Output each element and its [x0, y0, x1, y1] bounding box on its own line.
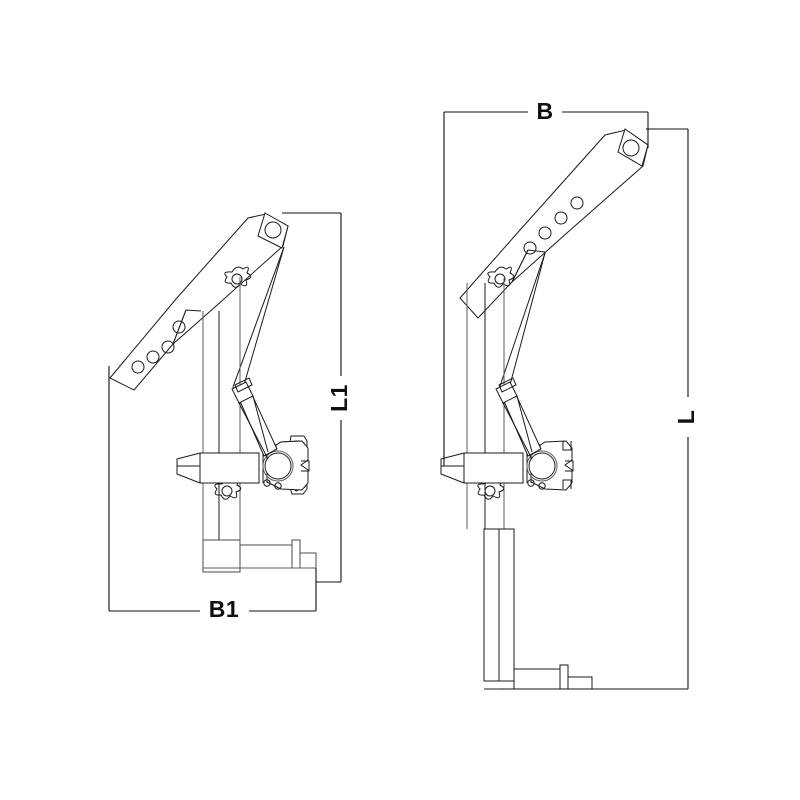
gusset-edge-inner-right: [499, 252, 546, 387]
vertical-mast-column-right: [466, 278, 515, 682]
clamp-bore-hidden: [262, 450, 294, 482]
arm-hole-3: [131, 360, 145, 374]
dim-L1-label: L1: [326, 384, 352, 412]
spindle-body: [176, 452, 260, 484]
foot-horizontal-beam-right: [513, 668, 561, 690]
adjustment-cylinder-left: [231, 377, 278, 460]
dimension-B1: B1: [108, 366, 317, 622]
arm-body-outline-right: [459, 129, 649, 319]
arm-eye-plate: [257, 212, 289, 249]
clamp-jaw-upper-notch-right: [562, 441, 572, 451]
foot-upright-plate-right: [559, 664, 569, 690]
dimension-B: B: [443, 98, 649, 466]
arm-hole-4-right: [523, 241, 537, 255]
star-knob-upper-right: [487, 266, 515, 288]
arm-eye-hole: [264, 221, 282, 239]
foot-upright-plate: [291, 539, 301, 569]
arm-hole-2: [146, 350, 160, 364]
dim-L-label: L: [673, 410, 699, 425]
clamp-pin-hole-lower-left-right: [527, 479, 535, 487]
gusset-edge-outer: [238, 246, 285, 403]
cylinder-top-fitting-right: [498, 377, 517, 393]
gusset-edge-inner: [232, 246, 285, 388]
arm-hole-4: [172, 320, 186, 334]
star-knob-lower-ring-right: [484, 485, 496, 497]
cylinder-top-fitting: [234, 377, 253, 393]
arm-hole-2-right: [554, 211, 568, 225]
arm-eye-plate-right: [617, 128, 649, 167]
foot-horizontal-beam: [239, 544, 293, 569]
arm-body-outline: [109, 213, 289, 391]
cylinder-rod-line-right: [502, 402, 533, 460]
dimension-L: L: [500, 128, 699, 690]
clamp-side-slot-right: [565, 460, 574, 472]
foot-end-tab-right: [567, 676, 593, 690]
arm-hole-1: [161, 340, 175, 354]
clamp-jaw-lower-notch-right: [562, 479, 572, 489]
clamp-pin-hole-lower-right: [274, 482, 282, 490]
adjustment-cylinder-right: [495, 377, 542, 460]
clamp-side-slot: [301, 460, 310, 472]
tapered-spindle-right: [440, 452, 532, 484]
clamp-center-bore-right: [528, 452, 556, 480]
clamp-center-bore: [264, 452, 292, 480]
view-right: B L: [440, 98, 699, 690]
star-knob-lower-ring: [221, 485, 233, 497]
base-foot-bracket-right: [484, 664, 593, 690]
star-knob-upper-left: [224, 266, 252, 288]
arm-eye-hole-right: [622, 139, 640, 157]
dim-B-label: B: [536, 98, 553, 124]
cylinder-inner-edge-right: [516, 395, 533, 453]
perforated-upper-arm-right: [459, 128, 649, 319]
clamp-bore-hidden-right: [526, 450, 558, 482]
arm-hole-3-right: [570, 196, 584, 210]
star-knob-upper-lobes-right: [487, 266, 515, 288]
spindle-body-right: [440, 452, 524, 484]
tapered-spindle-left: [176, 452, 268, 484]
star-knob-upper-ring-right: [494, 273, 506, 285]
base-foot-bracket-left: [202, 539, 317, 569]
star-knob-outer-lobes: [224, 266, 252, 288]
dim-B1-label: B1: [209, 596, 239, 622]
foot-end-tab: [299, 552, 317, 569]
cylinder-rod-line: [238, 402, 269, 460]
perforated-upper-arm-left: [109, 212, 289, 391]
dimension-L1: L1: [282, 212, 352, 583]
clamp-jaw-head-left: [262, 435, 310, 495]
foot-column-stub: [202, 539, 241, 569]
star-knob-inner-ring: [231, 273, 243, 285]
gusset-edge-outer-right: [505, 252, 546, 401]
arm-notch-edge-right: [511, 249, 529, 283]
arm-hole-1-right: [538, 226, 552, 240]
view-left: L1 B1: [108, 212, 352, 622]
arm-notch-edge: [172, 309, 187, 345]
vertical-mast-column-left: [202, 277, 241, 573]
clamp-pin-hole-lower-left: [263, 479, 271, 487]
clamp-pin-hole-lower-right-right: [538, 482, 546, 490]
cylinder-inner-edge: [252, 395, 269, 453]
